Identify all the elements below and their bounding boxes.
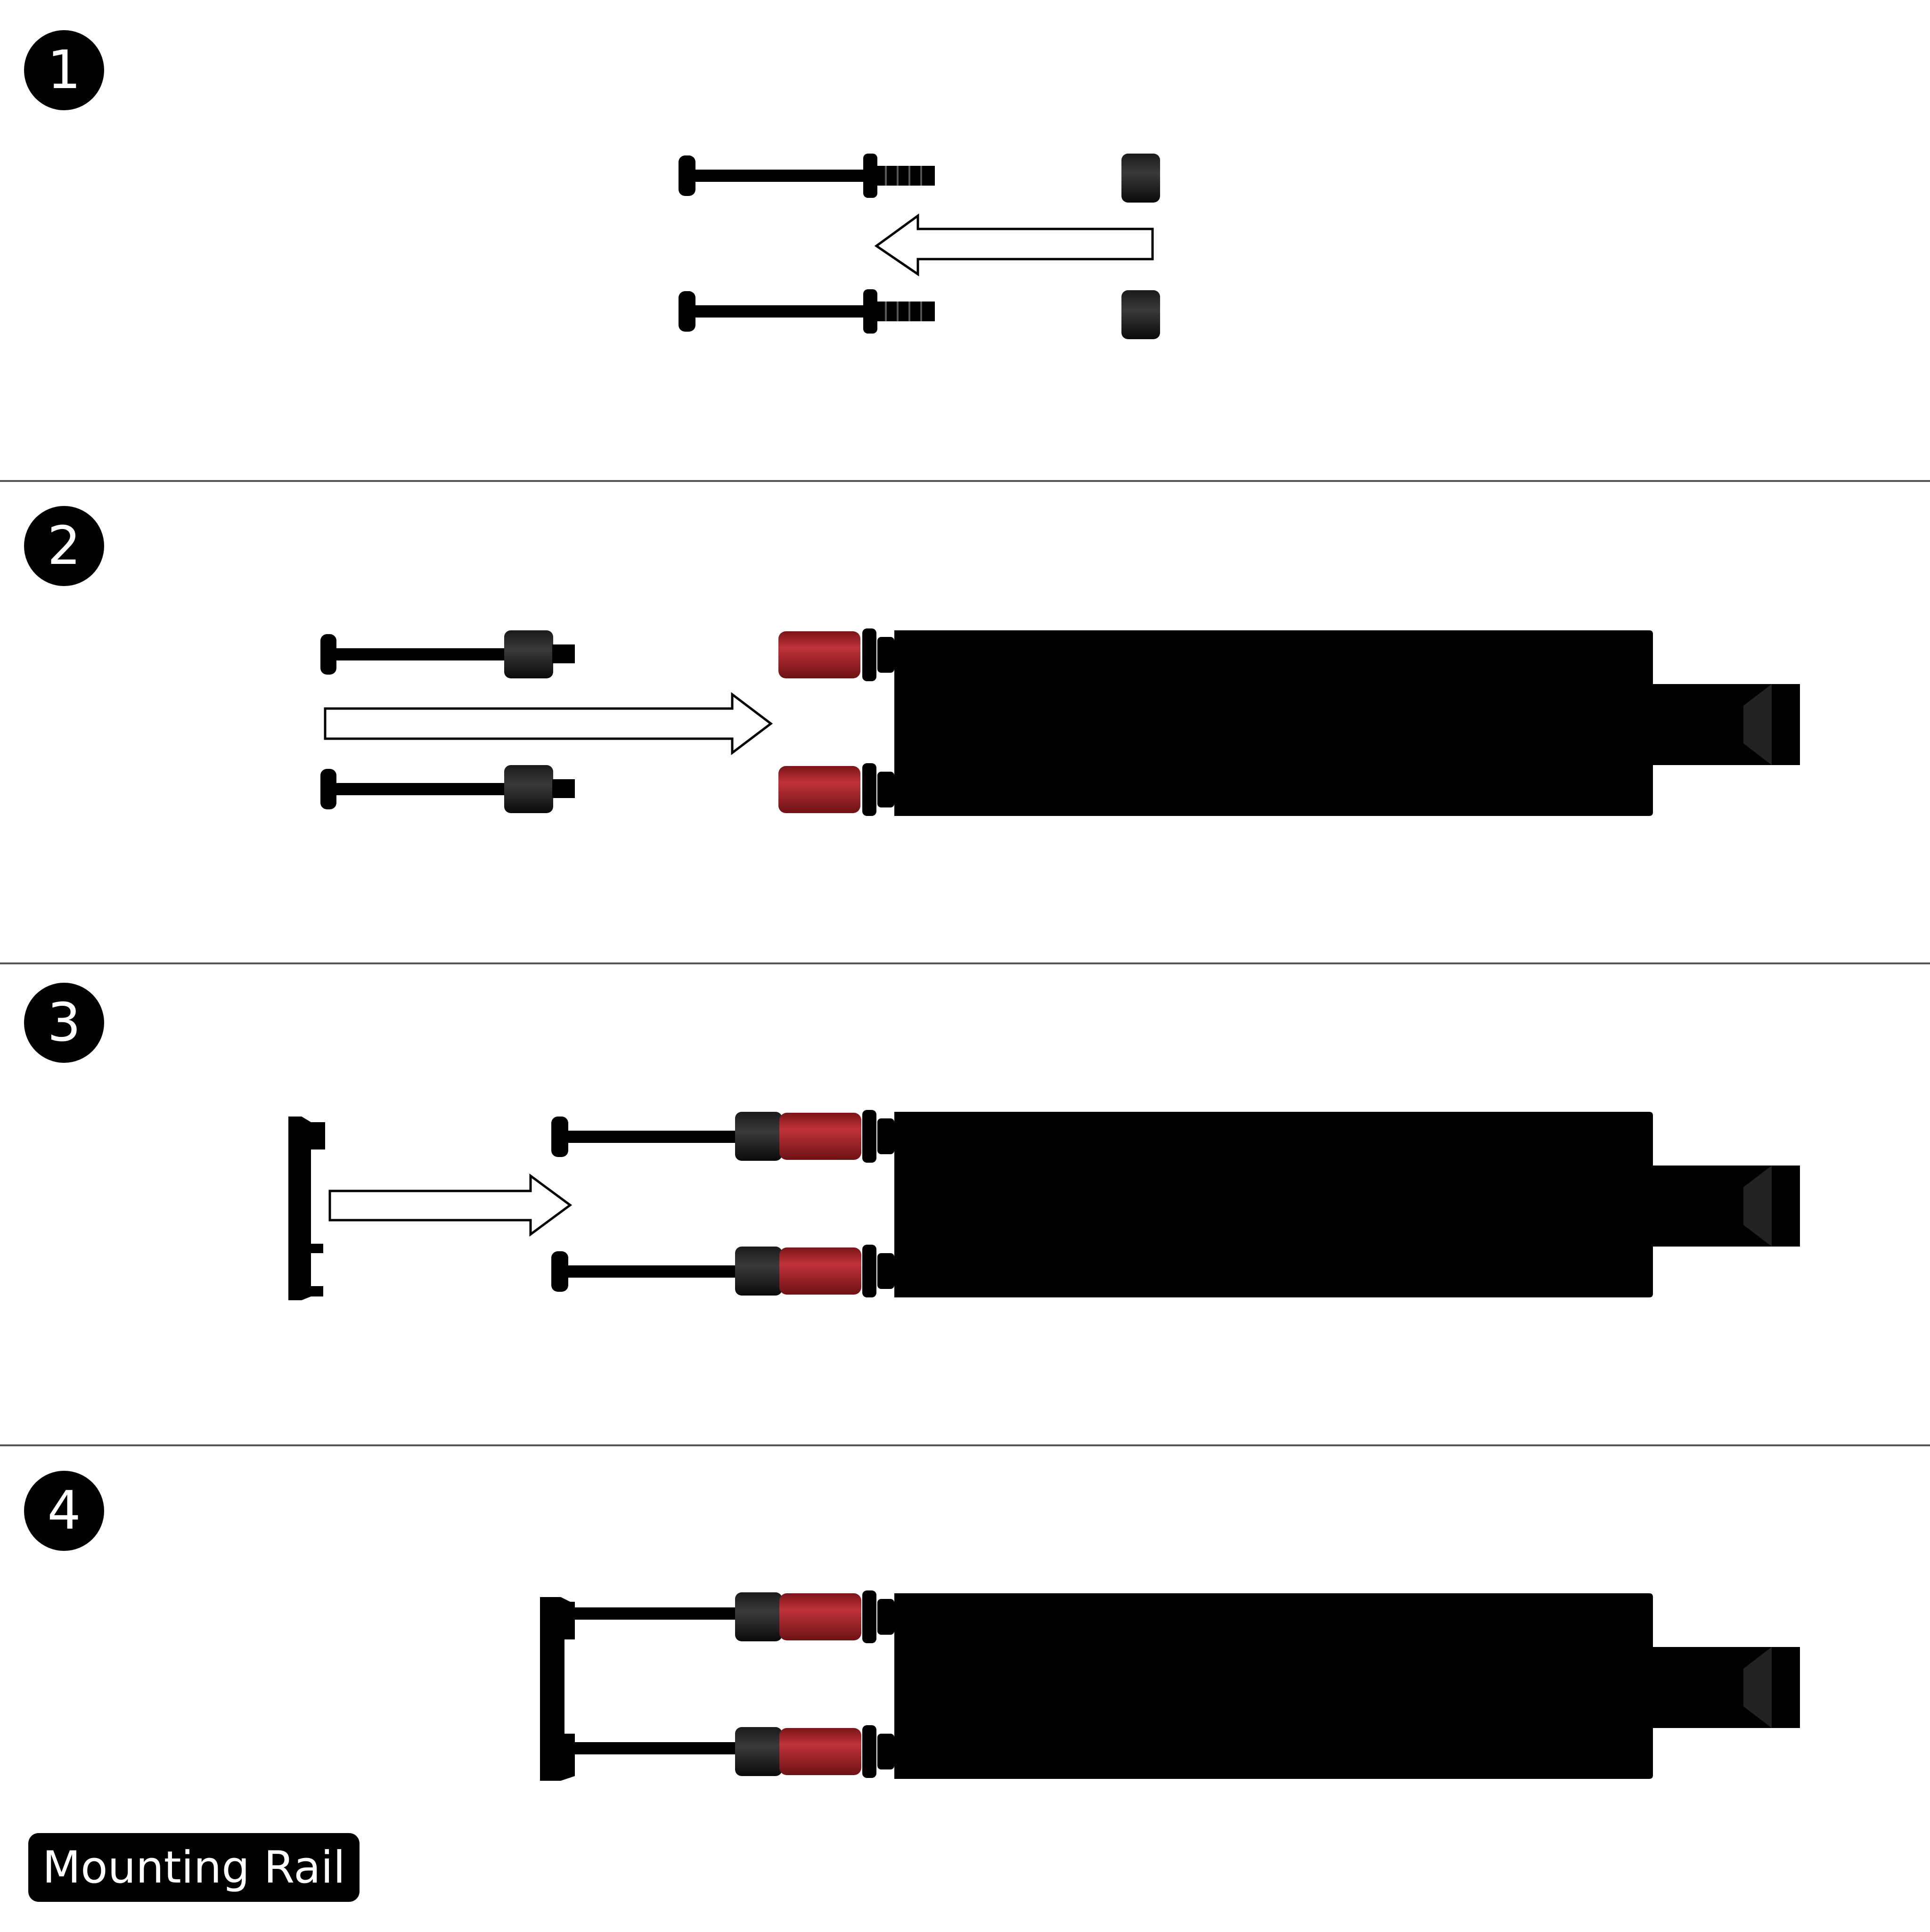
bolt-with-spacer-icon	[320, 765, 575, 813]
arrow-left-icon	[874, 213, 1154, 277]
mounting-rail-icon	[894, 630, 1800, 816]
arrow-right-icon	[324, 692, 773, 756]
part-name-label: Mounting Rail	[28, 1833, 360, 1902]
step-4-badge: 4	[24, 1471, 104, 1551]
red-spacer-icon	[778, 766, 860, 813]
section-divider	[0, 1444, 1930, 1446]
red-spacer-icon	[779, 1728, 861, 1775]
bracket-icon	[540, 1597, 575, 1781]
red-spacer-icon	[779, 1593, 861, 1640]
step-2-parts	[320, 628, 1800, 816]
section-divider	[0, 962, 1930, 964]
step-1-parts	[679, 154, 1160, 339]
bolt-icon	[679, 289, 935, 334]
spacer-icon	[735, 1592, 782, 1641]
step-3-badge: 3	[24, 983, 104, 1063]
spacer-icon	[735, 1112, 782, 1161]
step-2-badge: 2	[24, 506, 104, 586]
step-3-parts	[288, 1110, 1800, 1300]
red-spacer-icon	[778, 631, 860, 678]
step-4-parts	[540, 1590, 1800, 1781]
spacer-icon	[1121, 290, 1160, 339]
mounting-rail-icon	[894, 1112, 1800, 1297]
bracket-icon	[288, 1117, 325, 1300]
spacer-icon	[735, 1727, 782, 1776]
mounting-rail-icon	[894, 1593, 1800, 1779]
step-1-badge: 1	[24, 30, 104, 110]
bolt-with-spacer-icon	[320, 630, 575, 678]
spacer-icon	[735, 1247, 782, 1296]
red-spacer-icon	[779, 1247, 861, 1295]
bolt-icon	[679, 154, 935, 198]
red-spacer-icon	[779, 1113, 861, 1160]
arrow-right-icon	[328, 1174, 572, 1237]
spacer-icon	[1121, 154, 1160, 203]
section-divider	[0, 480, 1930, 482]
